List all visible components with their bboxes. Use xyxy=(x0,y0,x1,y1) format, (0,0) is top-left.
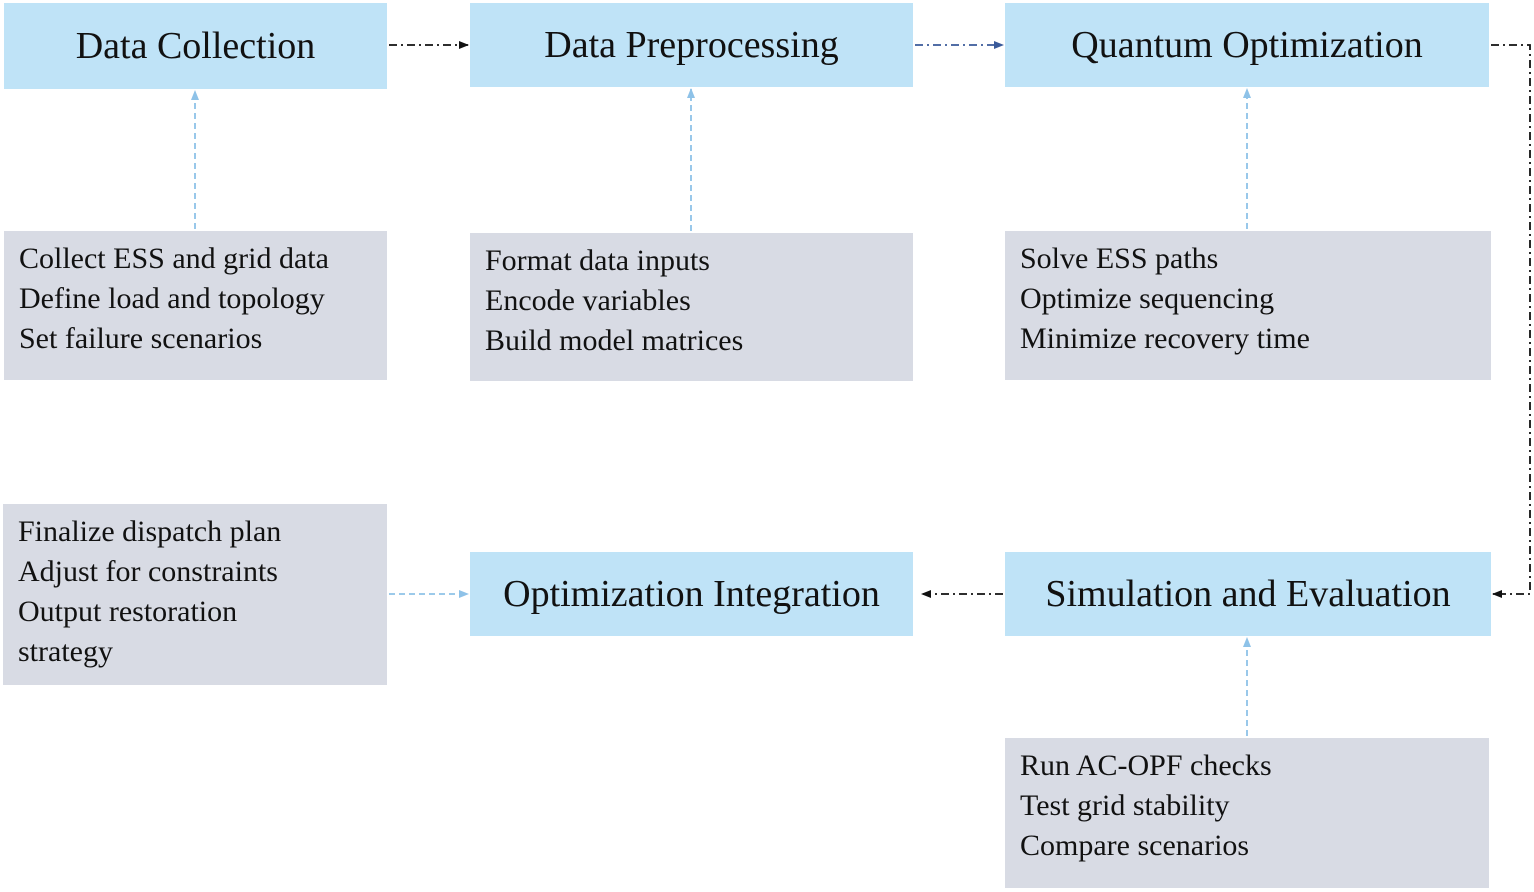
detail-simulation-evaluation: Run AC-OPF checks Test grid stability Co… xyxy=(1005,738,1489,888)
stage-data-collection: Data Collection xyxy=(4,3,387,89)
detail-line: Optimize sequencing xyxy=(1020,282,1275,315)
detail-line: Solve ESS paths xyxy=(1020,242,1219,275)
detail-line: Compare scenarios xyxy=(1020,829,1250,862)
detail-line: Encode variables xyxy=(485,284,691,317)
stage-title: Data Preprocessing xyxy=(544,24,839,66)
detail-optimization-integration: Finalize dispatch plan Adjust for constr… xyxy=(3,504,387,685)
detail-line: Format data inputs xyxy=(485,244,710,277)
detail-line: Output restoration xyxy=(18,595,238,628)
detail-line: Finalize dispatch plan xyxy=(18,515,282,548)
detail-line: Test grid stability xyxy=(1020,789,1230,822)
detail-line: Run AC-OPF checks xyxy=(1020,749,1272,782)
stage-title: Data Collection xyxy=(75,25,316,67)
detail-quantum-optimization: Solve ESS paths Optimize sequencing Mini… xyxy=(1005,231,1491,380)
stage-data-preprocessing: Data Preprocessing xyxy=(470,3,913,87)
detail-line: Build model matrices xyxy=(485,324,744,357)
detail-line: strategy xyxy=(18,635,113,668)
detail-data-preprocessing: Format data inputs Encode variables Buil… xyxy=(470,233,913,381)
detail-line: Adjust for constraints xyxy=(18,555,278,588)
detail-line: Define load and topology xyxy=(19,282,325,315)
stage-title: Simulation and Evaluation xyxy=(1045,573,1451,615)
stage-optimization-integration: Optimization Integration xyxy=(470,552,913,636)
detail-line: Collect ESS and grid data xyxy=(19,242,329,275)
detail-line: Set failure scenarios xyxy=(19,322,263,355)
arrow-quantum-to-simulation xyxy=(1491,44,1531,598)
detail-data-collection: Collect ESS and grid data Define load an… xyxy=(4,231,387,380)
stage-simulation-evaluation: Simulation and Evaluation xyxy=(1005,552,1491,636)
stage-quantum-optimization: Quantum Optimization xyxy=(1005,3,1489,87)
stage-title: Quantum Optimization xyxy=(1071,24,1423,66)
stage-title: Optimization Integration xyxy=(503,573,880,615)
detail-line: Minimize recovery time xyxy=(1020,322,1310,355)
